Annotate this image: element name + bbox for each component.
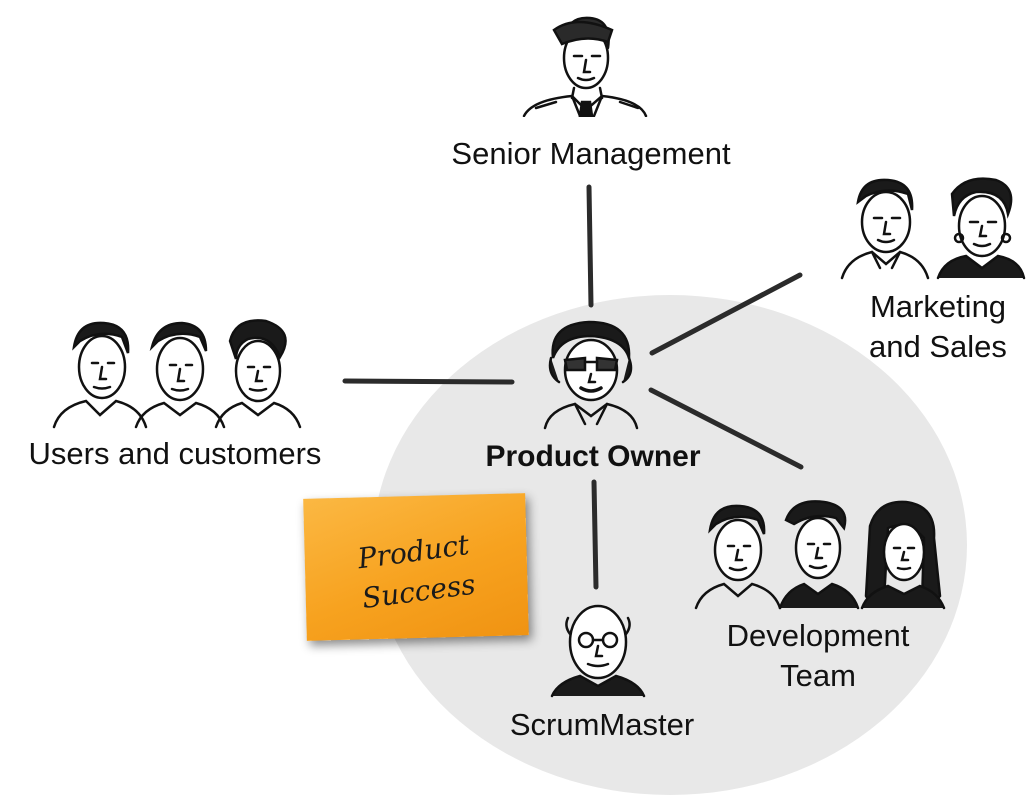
marketing-sales-label: Marketing and Sales [869, 289, 1007, 364]
senior-management-label: Senior Management [451, 136, 731, 171]
scrum-master-figure [550, 604, 646, 698]
senior-manager-figure [522, 16, 648, 117]
line-scrum-master [591, 479, 599, 590]
product-owner-label: Product Owner [485, 440, 701, 473]
users-customers-label: Users and customers [28, 436, 322, 471]
line-marketing-sales [649, 272, 803, 356]
development-team-label: Development Team [726, 618, 910, 693]
line-users-customers [342, 378, 515, 385]
users-customers-figures [52, 319, 302, 429]
development-team-figures [694, 500, 946, 610]
marketing-sales-figures [840, 177, 1026, 280]
product-owner-figure [543, 320, 639, 430]
scrum-master-label: ScrumMaster [509, 707, 695, 742]
line-development-team [648, 387, 804, 470]
product-owner-circle [373, 295, 967, 795]
line-senior-management [586, 184, 594, 308]
sticky-note-text: Product Success [355, 528, 478, 616]
product-success-sticky-note: Product Success [303, 493, 529, 641]
